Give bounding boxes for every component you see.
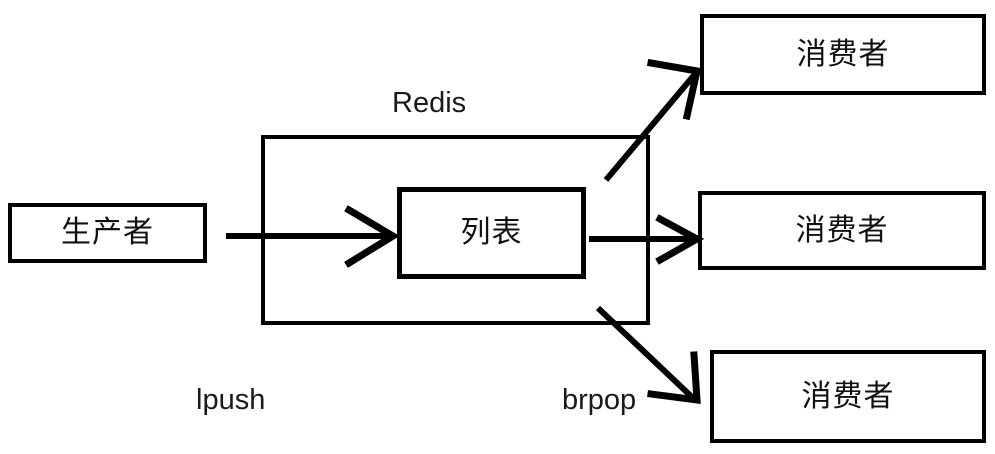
consumer-box-top: 消费者 <box>700 14 986 95</box>
brpop-label: brpop <box>562 384 637 416</box>
consumer-label-middle: 消费者 <box>795 213 889 247</box>
redis-container-box <box>261 135 650 325</box>
consumer-label-top: 消费者 <box>796 37 890 71</box>
lpush-label: lpush <box>196 384 266 416</box>
redis-title-label: Redis <box>392 87 467 119</box>
producer-box: 生产者 <box>8 203 207 263</box>
redis-list-box: 列表 <box>397 187 586 279</box>
redis-list-label: 列表 <box>460 216 523 249</box>
consumer-label-bottom: 消费者 <box>801 379 895 413</box>
producer-label: 生产者 <box>61 216 154 249</box>
consumer-box-middle: 消费者 <box>698 191 986 270</box>
consumer-box-bottom: 消费者 <box>710 350 986 443</box>
